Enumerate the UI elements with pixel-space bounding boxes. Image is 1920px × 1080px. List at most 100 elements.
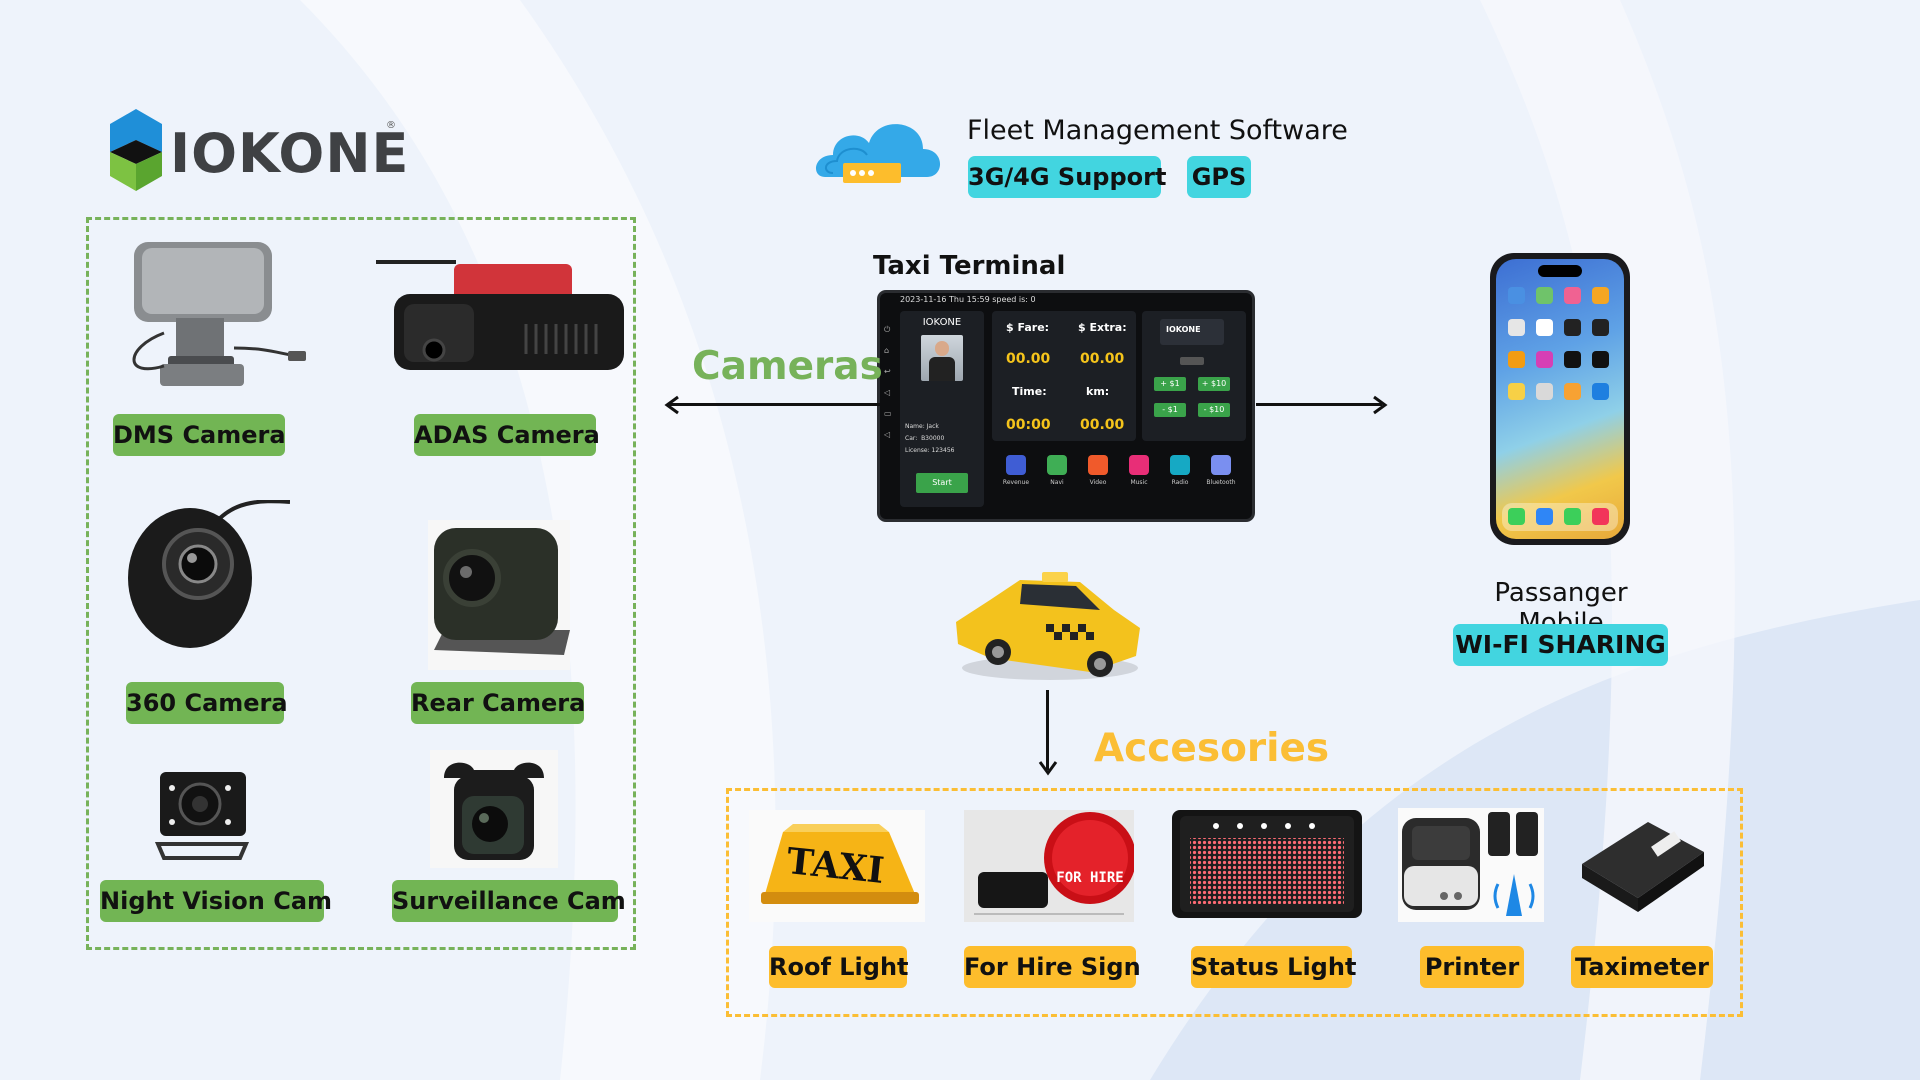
terminal-brand: IOKONE (922, 317, 962, 328)
plus-1-button[interactable]: + $1 (1154, 377, 1186, 391)
status-light-image (1172, 810, 1362, 918)
night-vision-camera-label: Night Vision Cam (100, 880, 332, 922)
terminal-status-bar: 2023-11-16 Thu 15:59 speed is: 0 (900, 295, 1036, 304)
arrow-to-accessories (1046, 690, 1049, 770)
video-app-label: Video (1089, 479, 1107, 486)
time-label: Time: (1012, 385, 1047, 398)
dms-camera-image (124, 238, 310, 398)
support-badge: 3G/4G Support (968, 156, 1166, 198)
time-value: 00:00 (1006, 417, 1051, 433)
start-button[interactable]: Start (916, 473, 968, 493)
phone-app-icon (1564, 351, 1581, 368)
printer-label: Printer (1420, 946, 1524, 988)
accessories-heading: Accesories (1094, 726, 1330, 771)
phone-app-icon (1564, 287, 1581, 304)
phone-dock-icon (1564, 508, 1581, 525)
phone-app-icon (1536, 351, 1553, 368)
phone-app-icon (1536, 287, 1553, 304)
music-app-icon[interactable] (1129, 455, 1149, 475)
cameras-heading: Cameras (692, 344, 883, 389)
cloud-icon (815, 115, 947, 190)
phone-app-icon (1508, 319, 1525, 336)
bluetooth-app-icon[interactable] (1211, 455, 1231, 475)
for-hire-sign-image: FOR HIRE (964, 810, 1136, 922)
roof-light-label: Roof Light (769, 946, 909, 988)
rear-camera-label: Rear Camera (411, 682, 585, 724)
phone-app-icon (1592, 287, 1609, 304)
driver-avatar (921, 335, 963, 381)
terminal-title: Taxi Terminal (873, 251, 1066, 281)
plus-10-button[interactable]: + $10 (1198, 377, 1230, 391)
km-label: km: (1086, 385, 1110, 398)
music-app-label: Music (1130, 479, 1148, 486)
navi-app-icon[interactable] (1047, 455, 1067, 475)
driver-card: IOKONE Name: Jack Car: B30000 License: 1… (900, 311, 984, 507)
revenue-app-icon[interactable] (1006, 455, 1026, 475)
taxi-car-image (950, 560, 1146, 684)
accessories-panel (726, 788, 1743, 1017)
fare-card: $ Fare: $ Extra: 00.00 00.00 Time: km: 0… (992, 311, 1136, 441)
adas-camera-image (376, 254, 626, 390)
status-light-label: Status Light (1191, 946, 1356, 988)
for-hire-sign-text: FOR HIRE (1056, 870, 1123, 886)
driver-car: Car: B30000 (905, 435, 945, 442)
registered-mark: ® (386, 120, 396, 131)
brand-logo: IOKONE ® (106, 106, 410, 192)
adas-camera-label: ADAS Camera (414, 414, 600, 456)
mini-tag (1180, 357, 1204, 365)
arrow-head-right (1373, 395, 1388, 415)
taxi-terminal-screen: 2023-11-16 Thu 15:59 speed is: 0 ⏻⌂↩◁▭◁ … (880, 293, 1252, 519)
minus-10-button[interactable]: - $10 (1198, 403, 1230, 417)
for-hire-sign-label: For Hire Sign (964, 946, 1141, 988)
arrow-head-down (1038, 761, 1058, 776)
radio-app-label: Radio (1171, 479, 1189, 486)
minus-1-button[interactable]: - $1 (1154, 403, 1186, 417)
phone-app-icon (1592, 351, 1609, 368)
360-camera-image (120, 499, 291, 660)
phone-app-icon (1508, 287, 1525, 304)
bluetooth-app-label: Bluetooth (1206, 479, 1236, 486)
fare-label: $ Fare: (1006, 321, 1050, 334)
extra-value: 00.00 (1080, 351, 1125, 367)
phone-app-icon (1536, 383, 1553, 400)
arrow-head-left (664, 395, 679, 415)
brand-logo-icon (110, 109, 162, 191)
phone-dock-icon (1536, 508, 1553, 525)
360-camera-label: 360 Camera (126, 682, 288, 724)
revenue-app-label: Revenue (1002, 479, 1030, 486)
km-value: 00.00 (1080, 417, 1125, 433)
night-vision-camera-image (150, 766, 254, 866)
phone-app-icon (1536, 319, 1553, 336)
phone-app-icon (1564, 319, 1581, 336)
rear-camera-image (414, 520, 574, 670)
terminal-side-icons: ⏻⌂↩◁▭◁ (884, 325, 892, 439)
navi-app-label: Navi (1050, 479, 1064, 486)
phone-notch (1538, 265, 1582, 277)
mini-logo: IOKONE (1160, 319, 1224, 345)
extra-label: $ Extra: (1078, 321, 1127, 334)
brand-name: IOKONE (170, 122, 410, 185)
roof-light-text: TAXI (785, 840, 886, 892)
passenger-phone (1490, 253, 1630, 545)
video-app-icon[interactable] (1088, 455, 1108, 475)
surveillance-camera-label: Surveillance Cam (392, 880, 626, 922)
surveillance-camera-image (430, 750, 558, 868)
fleet-title: Fleet Management Software (967, 115, 1348, 146)
radio-app-icon[interactable] (1170, 455, 1190, 475)
phone-app-icon (1508, 383, 1525, 400)
wifi-sharing-badge: WI-FI SHARING (1453, 624, 1668, 666)
phone-screen (1496, 259, 1624, 539)
cameras-panel (86, 217, 636, 950)
phone-app-icon (1592, 319, 1609, 336)
phone-app-icon (1508, 351, 1525, 368)
fare-value: 00.00 (1006, 351, 1051, 367)
extra-adjust-card: IOKONE + $1 + $10 - $1 - $10 (1142, 311, 1246, 441)
phone-app-icon (1592, 383, 1609, 400)
arrow-to-cameras (668, 403, 880, 406)
phone-app-icon (1564, 383, 1581, 400)
phone-dock-icon (1592, 508, 1609, 525)
printer-image (1398, 808, 1544, 922)
taximeter-image (1578, 812, 1708, 922)
dms-camera-label: DMS Camera (113, 414, 286, 456)
driver-license: License: 123456 (905, 447, 955, 454)
